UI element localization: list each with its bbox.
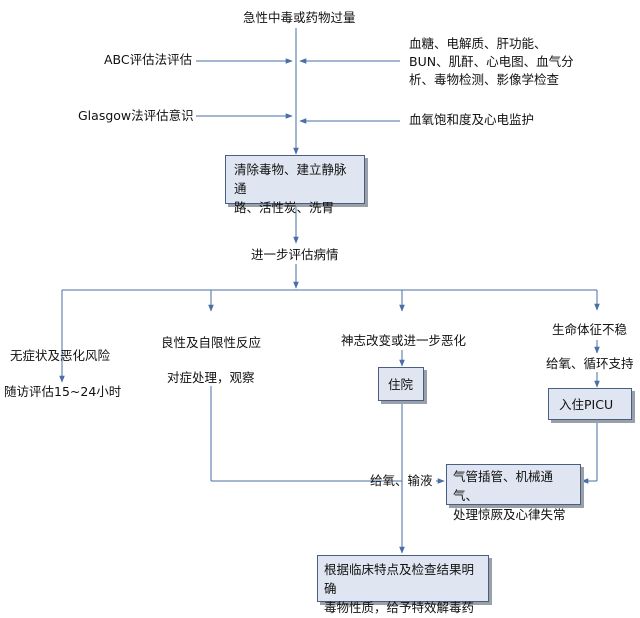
- clear-line-2: 路、活性炭、洗胃: [234, 200, 335, 215]
- hospital-box: 住院: [378, 367, 424, 401]
- final-line-2: 毒物性质，给予特效解毒药: [324, 600, 475, 615]
- oxygen-fluid-label: 给氧、输液: [370, 473, 433, 488]
- picu-box: 入住PICU: [548, 388, 632, 420]
- airway-box: 气管插管、机械通气、 处理惊厥及心律失常: [446, 464, 581, 522]
- branch4-support: 给氧、循环支持: [546, 356, 634, 371]
- labs-line-3: 析、毒物检测、影像学检查: [409, 72, 560, 87]
- title: 急性中毒或药物过量: [243, 10, 356, 25]
- abc-assessment-label: ABC评估法评估: [104, 52, 193, 67]
- airway-line-2: 处理惊厥及心律失常: [453, 507, 566, 522]
- branch1-followup: 随访评估15~24小时: [4, 384, 122, 399]
- clear-toxin-box: 清除毒物、建立静脉通 路、活性炭、洗胃: [225, 155, 365, 215]
- further-evaluation-label: 进一步评估病情: [251, 247, 339, 262]
- branch2-treatment: 对症处理，观察: [167, 370, 255, 385]
- clear-line-1: 清除毒物、建立静脉通: [234, 162, 347, 196]
- branch1-label: 无症状及恶化风险: [10, 348, 111, 363]
- monitor-label: 血氧饱和度及心电监护: [409, 112, 535, 127]
- glasgow-label: Glasgow法评估意识: [78, 108, 194, 123]
- branch2-label: 良性及自限性反应: [161, 335, 262, 350]
- labs-label: 血糖、电解质、肝功能、 BUN、肌酐、心电图、血气分 析、毒物检测、影像学检查: [409, 35, 574, 89]
- branch4-label: 生命体征不稳: [552, 322, 628, 337]
- branch3-label: 神志改变或进一步恶化: [341, 333, 467, 348]
- airway-line-1: 气管插管、机械通气、: [453, 469, 554, 503]
- final-line-1: 根据临床特点及检查结果明确: [324, 562, 475, 596]
- final-box: 根据临床特点及检查结果明确 毒物性质，给予特效解毒药: [317, 555, 489, 615]
- labs-line-1: 血糖、电解质、肝功能、: [409, 36, 547, 51]
- labs-line-2: BUN、肌酐、心电图、血气分: [409, 54, 574, 69]
